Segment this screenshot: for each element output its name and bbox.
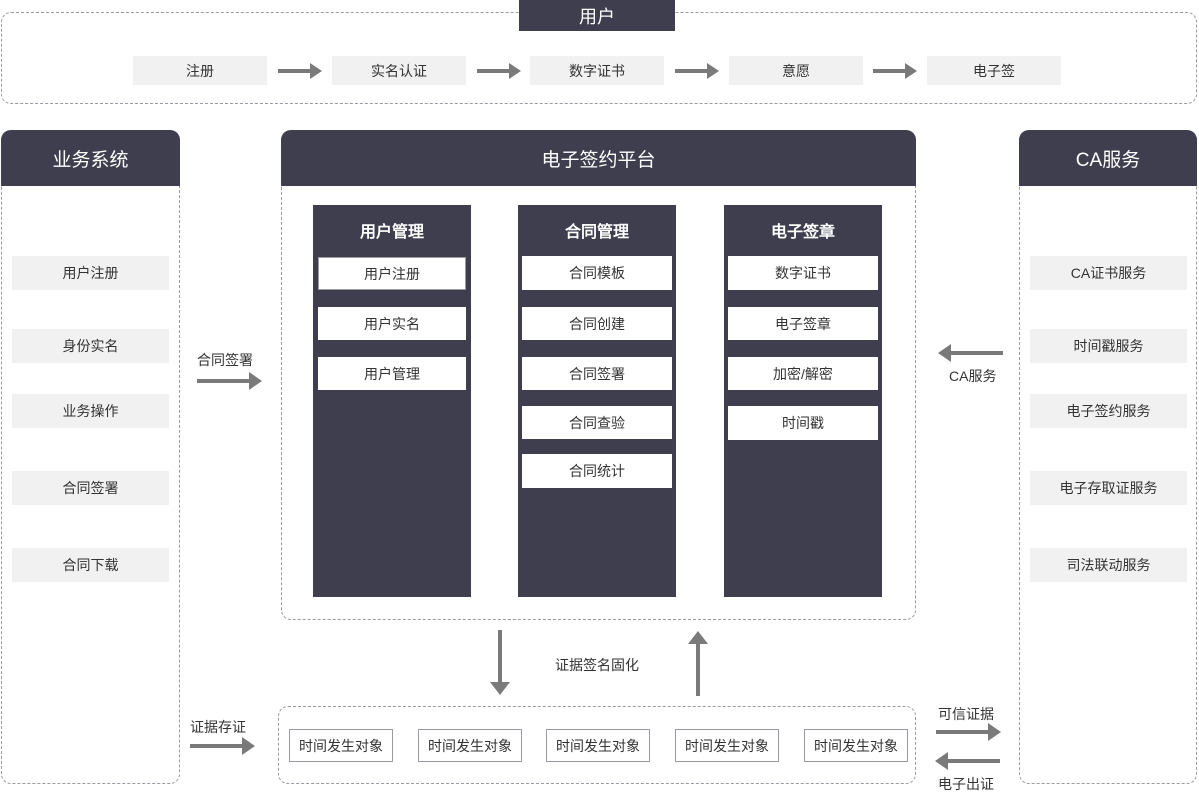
business-system-title: 业务系统 — [1, 130, 180, 186]
e-seal-title: 电子签章 — [770, 224, 835, 241]
ca-service-panel — [1019, 130, 1197, 784]
flow-step-register: 注册 — [133, 56, 267, 85]
e-certificate-arrow — [935, 752, 1000, 770]
evidence-object-1: 时间发生对象 — [289, 729, 393, 762]
business-system-panel — [1, 130, 180, 784]
flow-step-intent: 意愿 — [729, 56, 863, 85]
flow-step-certificate: 数字证书 — [530, 56, 664, 85]
ca-item-timestamp: 时间戳服务 — [1030, 329, 1187, 363]
contract-management-title: 合同管理 — [564, 224, 629, 241]
flow-step-esign: 电子签 — [927, 56, 1061, 85]
evidence-object-4: 时间发生对象 — [675, 729, 779, 762]
contract-sign-label: 合同签署 — [197, 352, 253, 368]
contract-sign-arrow — [197, 372, 262, 390]
e-seal-item-encrypt: 加密/解密 — [728, 357, 878, 390]
e-seal-item-certificate: 数字证书 — [728, 256, 878, 290]
platform-title: 电子签约平台 — [281, 130, 916, 186]
ca-item-evidence: 电子存取证服务 — [1030, 471, 1187, 505]
trusted-evidence-arrow — [936, 723, 1001, 741]
ca-item-certificate: CA证书服务 — [1030, 256, 1187, 290]
user-mgmt-item-management: 用户管理 — [318, 357, 466, 390]
flow-arrow-2 — [477, 63, 521, 79]
evidence-panel — [278, 706, 916, 784]
ca-item-judicial: 司法联动服务 — [1030, 548, 1187, 582]
business-item-contract-sign: 合同签署 — [12, 471, 169, 505]
business-item-contract-download: 合同下载 — [12, 548, 169, 582]
user-management-title: 用户管理 — [359, 224, 424, 241]
contract-mgmt-item-verify: 合同查验 — [522, 406, 672, 439]
e-certificate-label: 电子出证 — [938, 776, 994, 792]
evidence-fix-label: 证据签名固化 — [555, 657, 639, 673]
evidence-store-label: 证据存证 — [190, 719, 246, 735]
e-seal-item-seal: 电子签章 — [728, 307, 878, 340]
ca-service-arrow — [938, 344, 1003, 362]
flow-step-realname: 实名认证 — [332, 56, 466, 85]
contract-mgmt-item-sign: 合同签署 — [522, 357, 672, 390]
user-section-title: 用户 — [519, 0, 675, 31]
evidence-object-5: 时间发生对象 — [804, 729, 908, 762]
contract-mgmt-item-create: 合同创建 — [522, 307, 672, 340]
evidence-down-arrow — [490, 630, 510, 695]
user-mgmt-item-register: 用户注册 — [318, 257, 466, 290]
business-item-operation: 业务操作 — [12, 394, 169, 428]
ca-service-title: CA服务 — [1019, 130, 1197, 186]
business-item-identity: 身份实名 — [12, 329, 169, 363]
user-mgmt-item-realname: 用户实名 — [318, 307, 466, 340]
contract-mgmt-item-template: 合同模板 — [522, 256, 672, 290]
flow-arrow-4 — [873, 63, 917, 79]
evidence-store-arrow — [190, 737, 255, 755]
evidence-object-3: 时间发生对象 — [546, 729, 650, 762]
e-seal-item-timestamp: 时间戳 — [728, 406, 878, 440]
trusted-evidence-label: 可信证据 — [938, 706, 994, 722]
evidence-object-2: 时间发生对象 — [418, 729, 522, 762]
contract-mgmt-item-stats: 合同统计 — [522, 454, 672, 488]
ca-item-esign: 电子签约服务 — [1030, 394, 1187, 428]
flow-arrow-1 — [278, 63, 322, 79]
evidence-up-arrow — [688, 631, 708, 696]
flow-arrow-3 — [675, 63, 719, 79]
ca-service-label: CA服务 — [949, 368, 997, 384]
business-item-register: 用户注册 — [12, 256, 169, 290]
